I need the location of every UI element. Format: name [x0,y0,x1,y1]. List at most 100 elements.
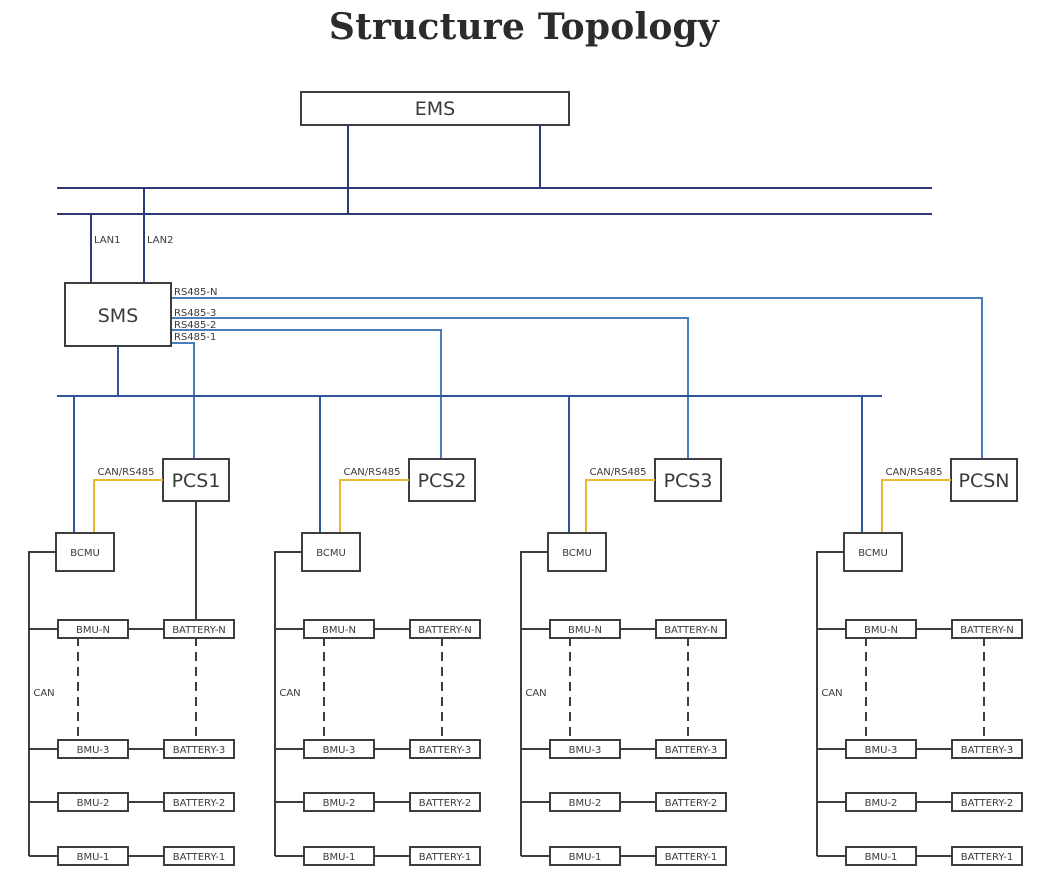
battery-node[interactable]: BATTERY-2 [409,792,481,812]
bmu-box[interactable] [549,619,621,639]
battery-node[interactable]: BATTERY-2 [951,792,1023,812]
bcmu-node[interactable]: BCMU [843,532,903,572]
bcmu-box[interactable] [547,532,607,572]
battery-box[interactable] [163,846,235,866]
bmu-box[interactable] [303,619,375,639]
bmu-node[interactable]: BMU-N [303,619,375,639]
bcmu-node[interactable]: BCMU [55,532,115,572]
bmu-node[interactable]: BMU-N [57,619,129,639]
battery-box[interactable] [655,846,727,866]
bmu-node[interactable]: BMU-N [845,619,917,639]
bmu-box[interactable] [57,619,129,639]
bmu-node[interactable]: BMU-2 [57,792,129,812]
bmu-box[interactable] [549,739,621,759]
bcmu-box[interactable] [55,532,115,572]
battery-box[interactable] [409,739,481,759]
bmu-node[interactable]: BMU-2 [303,792,375,812]
pcs-node[interactable]: PCSN [950,458,1018,502]
bmu-battery-row: BMU-1 BATTERY-1 [521,846,727,866]
battery-node[interactable]: BATTERY-3 [655,739,727,759]
battery-node[interactable]: BATTERY-1 [655,846,727,866]
battery-box[interactable] [409,792,481,812]
battery-box[interactable] [409,846,481,866]
battery-box[interactable] [163,619,235,639]
battery-node[interactable]: BATTERY-N [409,619,481,639]
bcmu-node[interactable]: BCMU [301,532,361,572]
bmu-node[interactable]: BMU-3 [303,739,375,759]
bmu-battery-row: BMU-2 BATTERY-2 [521,792,727,812]
pcs-box[interactable] [950,458,1018,502]
bmu-node[interactable]: BMU-1 [57,846,129,866]
bmu-node[interactable]: BMU-2 [845,792,917,812]
bmu-box[interactable] [549,792,621,812]
bmu-battery-row: BMU-2 BATTERY-2 [29,792,235,812]
battery-node[interactable]: BATTERY-1 [163,846,235,866]
bmu-node[interactable]: BMU-1 [549,846,621,866]
bmu-node[interactable]: BMU-N [549,619,621,639]
bmu-battery-row: BMU-3 BATTERY-3 [817,739,1023,759]
battery-label: BATTERY-N [418,625,472,636]
battery-node[interactable]: BATTERY-N [655,619,727,639]
battery-node[interactable]: BATTERY-1 [951,846,1023,866]
battery-node[interactable]: BATTERY-3 [409,739,481,759]
bmu-box[interactable] [303,792,375,812]
battery-box[interactable] [163,792,235,812]
battery-box[interactable] [655,619,727,639]
pcs-node[interactable]: PCS1 [162,458,230,502]
bcmu-box[interactable] [301,532,361,572]
bmu-node[interactable]: BMU-3 [845,739,917,759]
diagram-title: Structure Topology [328,6,720,48]
bmu-box[interactable] [57,792,129,812]
battery-node[interactable]: BATTERY-N [951,619,1023,639]
bmu-box[interactable] [845,792,917,812]
pcs-label: PCS3 [664,470,713,492]
lan1-label: LAN1 [94,235,120,246]
battery-box[interactable] [951,739,1023,759]
rs485-2-line [172,329,442,459]
can-rs485-label: CAN/RS485 [343,467,400,478]
bmu-label: BMU-N [568,625,602,636]
bmu-box[interactable] [845,619,917,639]
battery-node[interactable]: BATTERY-N [163,619,235,639]
ems-box[interactable] [300,91,570,126]
battery-node[interactable]: BATTERY-3 [951,739,1023,759]
bmu-box[interactable] [303,739,375,759]
bmu-node[interactable]: BMU-1 [303,846,375,866]
bmu-label: BMU-2 [77,798,110,809]
bmu-label: BMU-1 [865,852,898,863]
pcs-node[interactable]: PCS2 [408,458,476,502]
bmu-node[interactable]: BMU-1 [845,846,917,866]
can-rs485-label: CAN/RS485 [589,467,646,478]
battery-box[interactable] [655,792,727,812]
bmu-box[interactable] [57,846,129,866]
ems-node[interactable]: EMS [300,91,570,126]
battery-node[interactable]: BATTERY-1 [409,846,481,866]
bmu-box[interactable] [845,739,917,759]
bmu-label: BMU-N [864,625,898,636]
battery-node[interactable]: BATTERY-2 [163,792,235,812]
bmu-box[interactable] [549,846,621,866]
can-bus-rail [28,551,56,856]
battery-box[interactable] [655,739,727,759]
battery-box[interactable] [951,792,1023,812]
bmu-node[interactable]: BMU-2 [549,792,621,812]
bmu-box[interactable] [57,739,129,759]
battery-box[interactable] [163,739,235,759]
pcs-node[interactable]: PCS3 [654,458,722,502]
sms-node[interactable]: SMS [64,282,172,347]
bmu-node[interactable]: BMU-3 [549,739,621,759]
bcmu-node[interactable]: BCMU [547,532,607,572]
bmu-box[interactable] [303,846,375,866]
bmu-label: BMU-1 [323,852,356,863]
battery-box[interactable] [951,619,1023,639]
bmu-node[interactable]: BMU-3 [57,739,129,759]
battery-label: BATTERY-1 [173,852,226,863]
battery-box[interactable] [409,619,481,639]
battery-box[interactable] [951,846,1023,866]
battery-node[interactable]: BATTERY-3 [163,739,235,759]
pcs-box[interactable] [408,458,476,502]
bmu-box[interactable] [845,846,917,866]
battery-node[interactable]: BATTERY-2 [655,792,727,812]
